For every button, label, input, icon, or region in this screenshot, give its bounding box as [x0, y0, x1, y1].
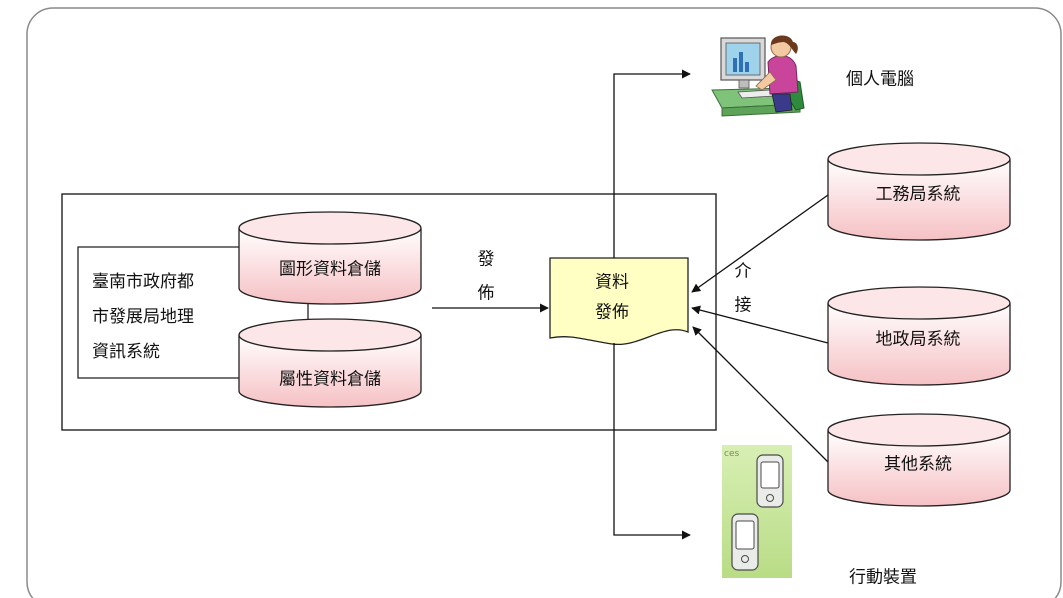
graphic-store-label: 圖形資料倉儲 [279, 259, 381, 280]
gis-system-label-line2: 市發展局地理 [92, 307, 194, 327]
mobile-devices-label: 行動裝置 [849, 567, 917, 588]
publish-doc-line2: 發佈 [595, 302, 629, 323]
personal-computer-label: 個人電腦 [846, 69, 914, 90]
arrow-land-admin [691, 305, 829, 344]
attribute-store-cylinder [238, 318, 422, 408]
computer-user-icon [711, 35, 805, 117]
publish-doc-line1: 資料 [595, 272, 629, 293]
gis-boundary-box [61, 193, 717, 431]
gis-label-bracket [77, 246, 240, 379]
land-admin-cylinder [827, 286, 1011, 386]
mobile-devices-icon: ces [722, 445, 792, 578]
outer-frame [26, 7, 1062, 598]
other-systems-label: 其他系統 [884, 454, 952, 475]
publish-arrow-label-2: 佈 [477, 283, 495, 304]
attribute-store-label: 屬性資料倉儲 [279, 369, 381, 390]
arrow-public-works [691, 194, 829, 293]
arrow-to-pc [613, 69, 691, 258]
public-works-label: 工務局系統 [875, 184, 961, 205]
mobile-image-caption: ces [724, 449, 739, 459]
arrow-other-systems [692, 326, 829, 463]
graphic-store-cylinder [238, 211, 422, 305]
arrow-to-mobile [613, 343, 691, 540]
publish-document-shape [549, 257, 689, 346]
public-works-cylinder [827, 142, 1011, 241]
interface-label-1: 介 [734, 261, 752, 282]
gis-system-label-line3: 資訊系統 [92, 342, 160, 362]
gis-system-label-line1: 臺南市政府都 [92, 272, 194, 292]
other-systems-cylinder [827, 413, 1011, 507]
interface-label-2: 接 [734, 295, 752, 316]
land-admin-label: 地政局系統 [875, 329, 961, 350]
publish-arrow-label-1: 發 [477, 249, 495, 270]
